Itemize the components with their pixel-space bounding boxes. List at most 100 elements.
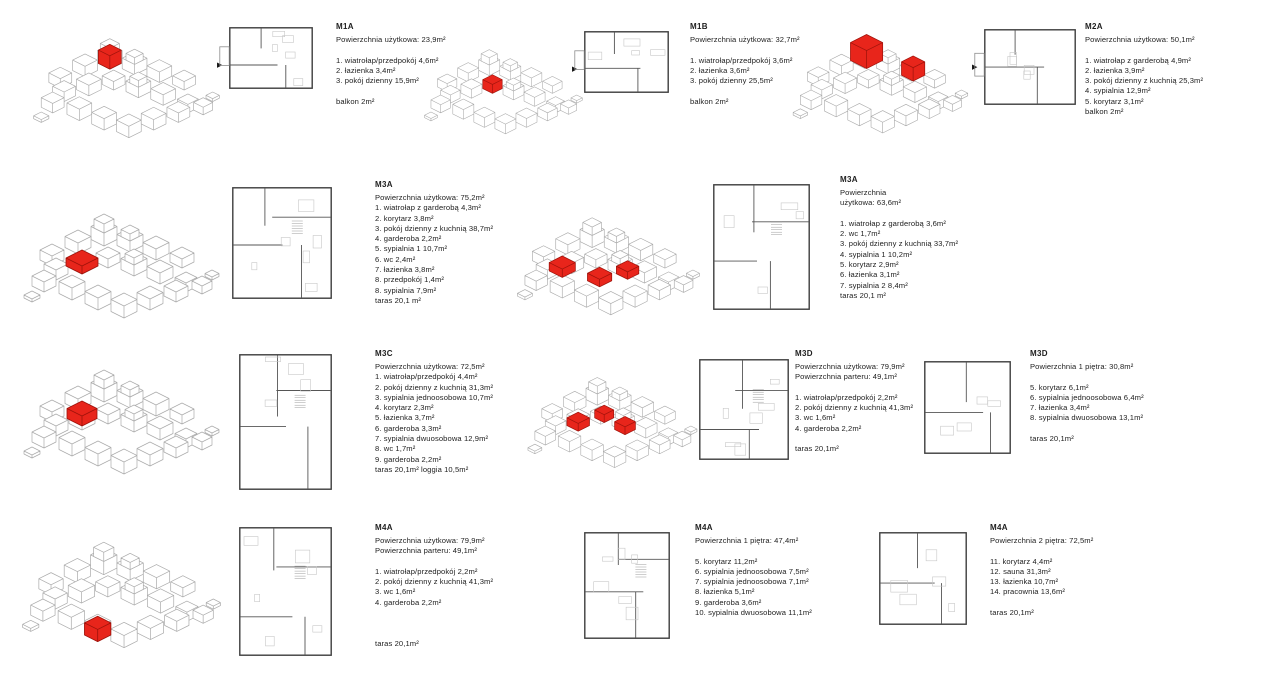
unit-spec-line: 1. wiatrołap z garderobą 4,9m² bbox=[1085, 55, 1191, 65]
unit-spec-line: taras 20,1m² bbox=[795, 444, 839, 454]
unit-spec-line: 7. łazienka 3,4m² bbox=[1030, 403, 1090, 413]
unit-spec-line: 1. wiatrołap/przedpokój 2,2m² bbox=[375, 566, 478, 576]
unit-spec-line: 3. pokój dzienny z kuchnią 33,7m² bbox=[840, 239, 959, 249]
unit-spec-line: 3. pokój dzienny z kuchnią 25,3m² bbox=[1085, 76, 1204, 86]
isometric-massing-drawing bbox=[26, 22, 226, 162]
floor-plan-drawing bbox=[219, 27, 313, 89]
unit-spec-line: 1. wiatrołap/przedpokój 4,4m² bbox=[375, 372, 478, 382]
highlighted-unit-module bbox=[566, 411, 590, 432]
isometric-massing-drawing bbox=[786, 18, 974, 162]
highlighted-unit-module bbox=[548, 255, 576, 278]
unit-code: M4A bbox=[375, 523, 393, 532]
unit-spec-line: Powierzchnia parteru: 49,1m² bbox=[375, 546, 477, 556]
floor-plan-drawing bbox=[924, 361, 1011, 454]
unit-spec-line: 5. korytarz 3,1m² bbox=[1085, 96, 1144, 106]
unit-spec-line: 4. sypialnia 1 10,2m² bbox=[840, 249, 913, 259]
unit-spec-line: 8. wc 1,7m² bbox=[375, 444, 416, 454]
unit-spec-line: taras 20,1 m² bbox=[375, 295, 422, 305]
unit-spec-line: 4. sypialnia 12,9m² bbox=[1085, 86, 1151, 96]
unit-code: M3A bbox=[375, 180, 393, 189]
unit-spec-line: Powierzchnia 1 piętra: 47,4m² bbox=[695, 536, 799, 545]
unit-spec-line: Powierzchnia użytkowa: 32,7m² bbox=[690, 35, 800, 44]
unit-spec-line: 12. sauna 31,3m² bbox=[990, 566, 1051, 576]
unit-spec-line: 4. korytarz 2,3m² bbox=[375, 403, 434, 413]
highlighted-unit-module bbox=[901, 55, 926, 82]
unit-spec-line: taras 20,1m² bbox=[1030, 434, 1074, 444]
unit-spec-line: 8. sypialnia 7,9m² bbox=[375, 285, 437, 295]
isometric-massing-drawing bbox=[521, 356, 703, 496]
unit-spec-line: 4. garderoba 2,2m² bbox=[795, 423, 862, 433]
unit-spec-line: 6. wc 2,4m² bbox=[375, 254, 416, 264]
highlighted-unit-module bbox=[850, 34, 884, 69]
unit-spec-line: 8. łazienka 5,1m² bbox=[695, 587, 755, 597]
unit-spec-line: Powierzchnia użytkowa: 50,1m² bbox=[1085, 35, 1195, 44]
unit-description: M1B Powierzchnia użytkowa: 32,7m² 1. wiatr… bbox=[690, 22, 850, 107]
floor-plan-drawing bbox=[974, 29, 1076, 105]
unit-code: M3C bbox=[375, 349, 393, 358]
floor-plan-drawing bbox=[239, 354, 332, 490]
unit-spec-line: taras 20,1 m² bbox=[840, 290, 887, 300]
unit-spec-line: 6. garderoba 3,3m² bbox=[375, 423, 442, 433]
unit-spec-line: taras 20,1m² bbox=[990, 608, 1034, 618]
unit-spec-line: Powierzchnia użytkowa: 79,9m² bbox=[795, 362, 905, 371]
highlighted-unit-module bbox=[65, 249, 99, 275]
unit-spec-line: 9. garderoba 3,6m² bbox=[695, 597, 762, 607]
unit-code: M3D bbox=[795, 349, 813, 358]
isometric-massing-drawing bbox=[418, 28, 588, 162]
unit-spec-line bbox=[990, 546, 1165, 556]
unit-spec-line: Powierzchnia parteru: 49,1m² bbox=[795, 372, 897, 382]
unit-code: M3D bbox=[1030, 349, 1048, 358]
unit-spec-line bbox=[1085, 45, 1260, 55]
unit-spec-line: 10. sypialnia dwuosobowa 11,1m² bbox=[695, 608, 812, 618]
unit-spec-line: 1. wiatrołap/przedpokój 3,6m² bbox=[690, 55, 793, 65]
unit-spec-line: 5. korytarz 2,9m² bbox=[840, 260, 899, 270]
unit-spec-line bbox=[990, 598, 1165, 608]
unit-spec-line: Powierzchnia użytkowa: 23,9m² bbox=[336, 35, 446, 44]
unit-spec-line: 3. pokój dzienny z kuchnią 38,7m² bbox=[375, 223, 494, 233]
unit-spec-line bbox=[375, 608, 550, 618]
unit-spec-line: 7. sypialnia jednoosobowa 7,1m² bbox=[695, 577, 809, 587]
unit-spec-line: 4. garderoba 2,2m² bbox=[375, 597, 442, 607]
highlighted-unit-module bbox=[97, 44, 122, 70]
unit-spec-line: taras 20,1m² bbox=[375, 638, 419, 648]
floor-plan-drawing bbox=[574, 31, 669, 93]
highlighted-unit-module bbox=[594, 404, 615, 423]
unit-spec-line: Powierzchnia użytkowa: 79,9m² bbox=[375, 536, 485, 545]
highlighted-unit-module bbox=[616, 260, 640, 280]
unit-spec-line: 7. sypialnia dwuosobowa 12,9m² bbox=[375, 434, 489, 444]
unit-spec-line bbox=[375, 618, 550, 628]
unit-spec-line: 8. sypialnia dwuosobowa 13,1m² bbox=[1030, 413, 1144, 423]
unit-spec-line: 1. wiatrołap/przedpokój 2,2m² bbox=[795, 392, 898, 402]
unit-spec-line: Powierzchnia użytkowa: 72,5m² bbox=[375, 362, 485, 371]
unit-description: M2A Powierzchnia użytkowa: 50,1m² 1. wiatr… bbox=[1085, 22, 1260, 117]
unit-spec-line: 6. sypialnia jednoosobowa 7,5m² bbox=[695, 566, 809, 576]
unit-spec-line: 3. wc 1,6m² bbox=[375, 587, 416, 597]
unit-spec-line: 13. łazienka 10,7m² bbox=[990, 577, 1059, 587]
unit-spec-line: 5. łazienka 3,7m² bbox=[375, 413, 435, 423]
unit-spec-line: 3. pokój dzienny 15,9m² bbox=[336, 76, 419, 86]
unit-spec-line: 5. sypialnia 1 10,7m² bbox=[375, 244, 448, 254]
unit-spec-line: 2. łazienka 3,6m² bbox=[690, 65, 750, 75]
unit-code: M1B bbox=[690, 22, 708, 31]
floor-plan-drawing bbox=[713, 184, 810, 310]
unit-spec-line: balkon 2m² bbox=[1085, 107, 1124, 117]
unit-spec-line: 3. pokój dzienny 25,5m² bbox=[690, 76, 773, 86]
unit-spec-line bbox=[695, 546, 870, 556]
unit-spec-line: 3. sypialnia jednoosobowa 10,7m² bbox=[375, 392, 494, 402]
unit-spec-line bbox=[1030, 372, 1205, 382]
unit-spec-line: 2. korytarz 3,8m² bbox=[375, 213, 434, 223]
highlighted-unit-module bbox=[587, 266, 613, 288]
isometric-massing-drawing bbox=[510, 200, 706, 340]
unit-spec-line: 2. wc 1,7m² bbox=[840, 229, 881, 239]
unit-spec-line: 2. pokój dzienny z kuchnią 41,3m² bbox=[795, 403, 914, 413]
unit-spec-line: Powierzchnia 1 piętra: 30,8m² bbox=[1030, 362, 1134, 371]
unit-code: M2A bbox=[1085, 22, 1103, 31]
unit-spec-line: 9. garderoba 2,2m² bbox=[375, 454, 442, 464]
unit-spec-line: 2. łazienka 3,4m² bbox=[336, 65, 396, 75]
